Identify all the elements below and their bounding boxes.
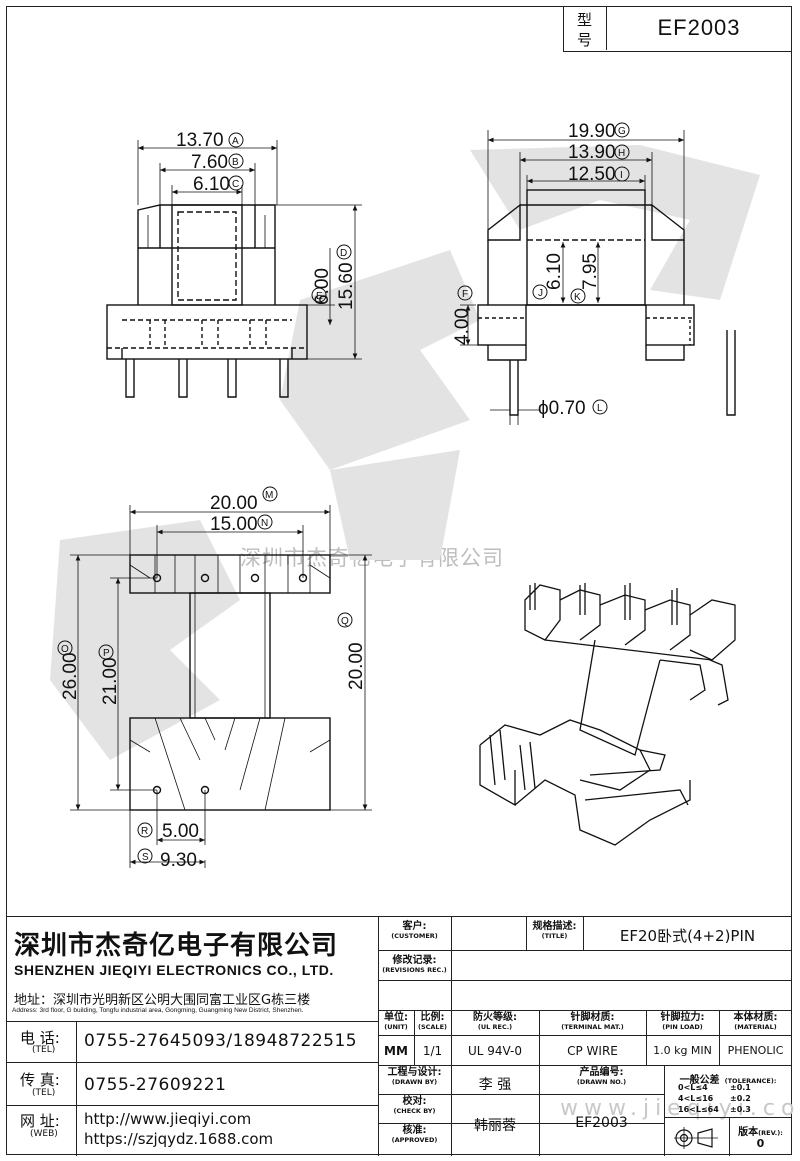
company-address-cn: 地址：深圳市光明新区公明大围同富工业区G栋三楼 [14, 993, 311, 1008]
view-isometric [479, 583, 736, 846]
watermark-logo [50, 145, 760, 760]
dim-h: 13.90 [568, 142, 616, 163]
dim-q: 20.00 [346, 642, 367, 690]
dim-p: 21.00 [100, 657, 121, 705]
web-link-1[interactable]: http://www.jieqiyi.com [84, 1110, 252, 1128]
tel-label: 电 话: [20, 1029, 60, 1047]
fax-value: 0755-27609221 [84, 1075, 227, 1095]
dim-s: 9.30 [160, 850, 197, 871]
svg-text:L: L [597, 403, 603, 414]
svg-text:C: C [232, 179, 239, 190]
svg-text:Q: Q [341, 616, 349, 627]
model-label-2: 号 [577, 32, 593, 49]
dim-e: 6.00 [312, 268, 333, 305]
dim-j: 6.10 [544, 253, 565, 290]
scale-value: 1/1 [422, 1044, 443, 1058]
dims-view2: 19.90 G 13.90 H 12.50 I 6.10 J 7.95 K 4.… [452, 121, 630, 419]
pinload-value: 1.0 kg MIN [653, 1044, 712, 1057]
dim-c: 6.10 [193, 174, 230, 195]
svg-text:P: P [103, 648, 110, 659]
dim-l: ϕ0.70 [538, 398, 586, 419]
svg-text:N: N [261, 518, 268, 529]
dims-view1: 13.70 A 7.60 B 6.10 C 15.60 D 6.00 E [176, 130, 357, 310]
dim-g: 19.90 [568, 121, 616, 142]
dim-r: 5.00 [162, 821, 199, 842]
svg-text:D: D [340, 248, 347, 259]
projection-symbol-icon [674, 1127, 718, 1149]
dim-f: 4.00 [452, 308, 473, 345]
model-label-1: 型 [577, 12, 593, 29]
model-box: 型 号 EF2003 [563, 6, 792, 52]
approved-value: 韩丽蓉 [474, 1118, 516, 1134]
drawn-value: 李 强 [478, 1077, 512, 1093]
dim-m: 20.00 [210, 493, 258, 514]
svg-text:H: H [618, 148, 625, 159]
dim-k: 7.95 [580, 253, 601, 290]
ul-value: UL 94V-0 [467, 1044, 523, 1058]
svg-text:I: I [620, 170, 623, 181]
dim-d: 15.60 [336, 262, 357, 310]
svg-text:G: G [618, 126, 626, 137]
svg-text:K: K [574, 292, 581, 303]
dim-i: 12.50 [568, 164, 616, 185]
svg-text:R: R [141, 826, 148, 837]
company-name-cn: 深圳市杰奇亿电子有限公司 [14, 931, 339, 961]
dim-o: 26.00 [60, 652, 81, 700]
drawing-frame [6, 6, 792, 1155]
svg-text:S: S [142, 852, 149, 863]
tolerance-table: 0<L≤4±0.1 4<L≤16±0.2 16<L≤64±0.3 [678, 1083, 751, 1114]
svg-text:E: E [316, 291, 323, 302]
drawingno-value: EF2003 [575, 1115, 628, 1131]
dims-view3: 20.00 M 15.00 N 26.00 O 21.00 P 20.00 Q … [57, 486, 367, 871]
material-value: PHENOLIC [727, 1044, 784, 1057]
fax-label: 传 真: [20, 1071, 60, 1089]
model-value: EF2003 [657, 15, 741, 40]
company-name-en: SHENZHEN JIEQIYI ELECTRONICS CO., LTD. [14, 962, 334, 978]
company-address-en: Address: 3rd floor, G building, Tongfu i… [12, 1007, 304, 1014]
title-value: EF20卧式(4+2)PIN [619, 927, 756, 945]
view-top [70, 505, 372, 868]
tel-value: 0755-27645093/18948722515 [84, 1031, 358, 1051]
web-label: 网 址: [20, 1112, 60, 1130]
dim-b: 7.60 [191, 152, 228, 173]
view-front-left [106, 140, 362, 398]
dim-n: 15.00 [210, 514, 258, 535]
terminal-value: CP WIRE [567, 1044, 618, 1058]
svg-text:M: M [265, 490, 273, 501]
web-link-2[interactable]: https://szjqydz.1688.com [84, 1130, 274, 1148]
unit-value: MM [384, 1044, 408, 1058]
svg-text:B: B [232, 157, 239, 168]
svg-text:F: F [462, 289, 468, 300]
title-block: 深圳市杰奇亿电子有限公司 SHENZHEN JIEQIYI ELECTRONIC… [6, 916, 792, 1156]
svg-text:J: J [538, 288, 543, 299]
view-side-right [460, 130, 736, 425]
svg-text:O: O [61, 644, 69, 655]
watermark-url: www.jieqiyi.com [560, 1096, 800, 1121]
rev-value: 0 [756, 1137, 765, 1150]
svg-text:A: A [232, 136, 239, 147]
dim-a: 13.70 [176, 130, 224, 151]
